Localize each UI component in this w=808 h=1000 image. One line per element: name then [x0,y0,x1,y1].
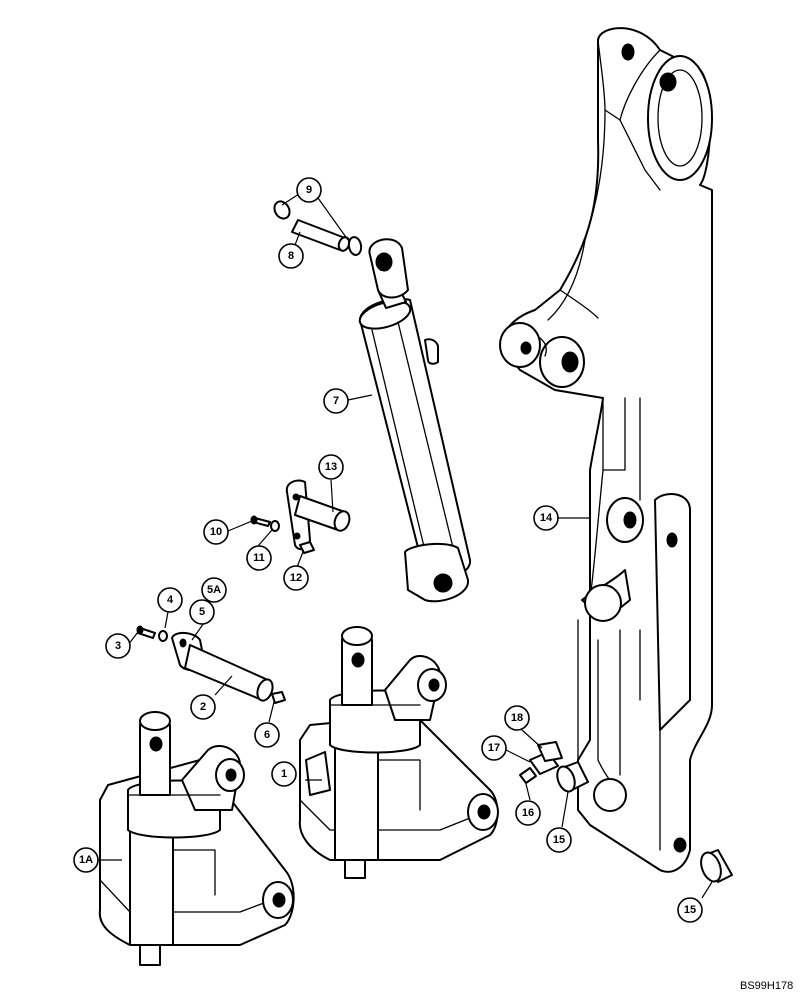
washer-11 [270,520,280,532]
fitting-16 [519,767,537,784]
callout-11: 11 [246,545,272,571]
swing-tower-1a [98,711,295,966]
callout-15-upper: 15 [546,827,572,853]
svg-text:4: 4 [167,594,174,606]
callout-14: 14 [533,505,559,531]
svg-text:17: 17 [488,742,500,754]
svg-text:5A: 5A [207,584,221,596]
callout-15-lower: 15 [677,897,703,923]
callout-1a: 1A [73,847,99,873]
callout-4: 4 [157,587,183,613]
svg-text:7: 7 [333,395,339,407]
callout-9: 9 [296,177,322,203]
callout-17: 17 [481,735,507,761]
svg-text:9: 9 [306,184,312,196]
svg-text:6: 6 [264,729,270,741]
svg-text:3: 3 [115,640,121,652]
callout-12: 12 [283,565,309,591]
fitting-12 [299,541,315,554]
pin-13-assembly [285,479,351,551]
svg-text:16: 16 [522,807,534,819]
bushing-15-upper [556,761,589,793]
callout-8: 8 [278,243,304,269]
callout-2: 2 [190,694,216,720]
callout-5: 5 [189,599,215,625]
hydraulic-cylinder [358,238,471,603]
callout-1: 1 [271,761,297,787]
svg-text:13: 13 [325,461,337,473]
swing-tower-1 [298,626,499,879]
svg-text:15: 15 [684,904,696,916]
callout-13: 13 [318,454,344,480]
svg-text:11: 11 [253,552,265,564]
callout-10: 10 [203,519,229,545]
svg-text:12: 12 [290,572,302,584]
callout-5a: 5A [201,577,227,603]
svg-text:10: 10 [210,526,222,538]
callout-6: 6 [254,722,280,748]
pin-2-assembly [171,632,274,702]
svg-text:2: 2 [200,701,206,713]
svg-text:18: 18 [511,712,523,724]
callout-16: 16 [515,800,541,826]
bolt-3 [136,625,156,639]
retaining-ring-right [347,236,363,256]
bolt-10 [250,515,271,527]
svg-text:15: 15 [553,834,565,846]
svg-text:5: 5 [199,606,205,618]
washer-4 [158,630,168,642]
fitting-6 [271,691,286,704]
callout-3: 3 [105,633,131,659]
callout-18: 18 [504,705,530,731]
svg-text:8: 8 [288,250,294,262]
retaining-ring-left [273,200,291,220]
pin-8 [291,219,351,252]
bushing-15-lower [700,849,733,883]
callout-7: 7 [323,388,349,414]
plate-18 [537,741,563,762]
svg-text:14: 14 [540,512,553,524]
figure-reference-code: BS99H178 [740,980,793,992]
boom-arm [499,27,713,873]
svg-text:1: 1 [281,768,287,780]
svg-text:1A: 1A [79,854,93,866]
